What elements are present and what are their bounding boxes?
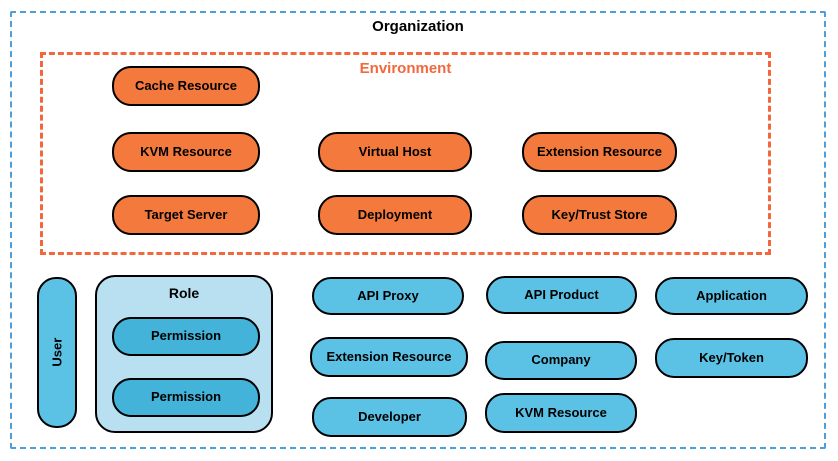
node-extension-resource-env: Extension Resource (522, 132, 677, 172)
node-key-token: Key/Token (655, 338, 808, 378)
node-company: Company (485, 341, 637, 380)
node-deployment: Deployment (318, 195, 472, 235)
node-api-proxy: API Proxy (312, 277, 464, 315)
node-key-trust-store: Key/Trust Store (522, 195, 677, 235)
organization-title: Organization (372, 18, 464, 35)
node-cache-resource: Cache Resource (112, 66, 260, 106)
user-label: User (48, 338, 64, 367)
organization-boundary (10, 11, 826, 449)
node-permission-2: Permission (112, 378, 260, 417)
environment-boundary (40, 52, 771, 255)
node-virtual-host: Virtual Host (318, 132, 472, 172)
node-kvm-resource: KVM Resource (485, 393, 637, 433)
node-extension-resource: Extension Resource (310, 337, 468, 377)
node-kvm-resource-env: KVM Resource (112, 132, 260, 172)
environment-title: Environment (359, 60, 452, 77)
node-permission-1: Permission (112, 317, 260, 356)
node-api-product: API Product (486, 276, 637, 314)
node-developer: Developer (312, 397, 467, 437)
node-application: Application (655, 277, 808, 315)
role-title: Role (168, 285, 200, 301)
node-user: User (37, 277, 77, 428)
role-group: Role Permission Permission (95, 275, 273, 433)
node-target-server: Target Server (112, 195, 260, 235)
